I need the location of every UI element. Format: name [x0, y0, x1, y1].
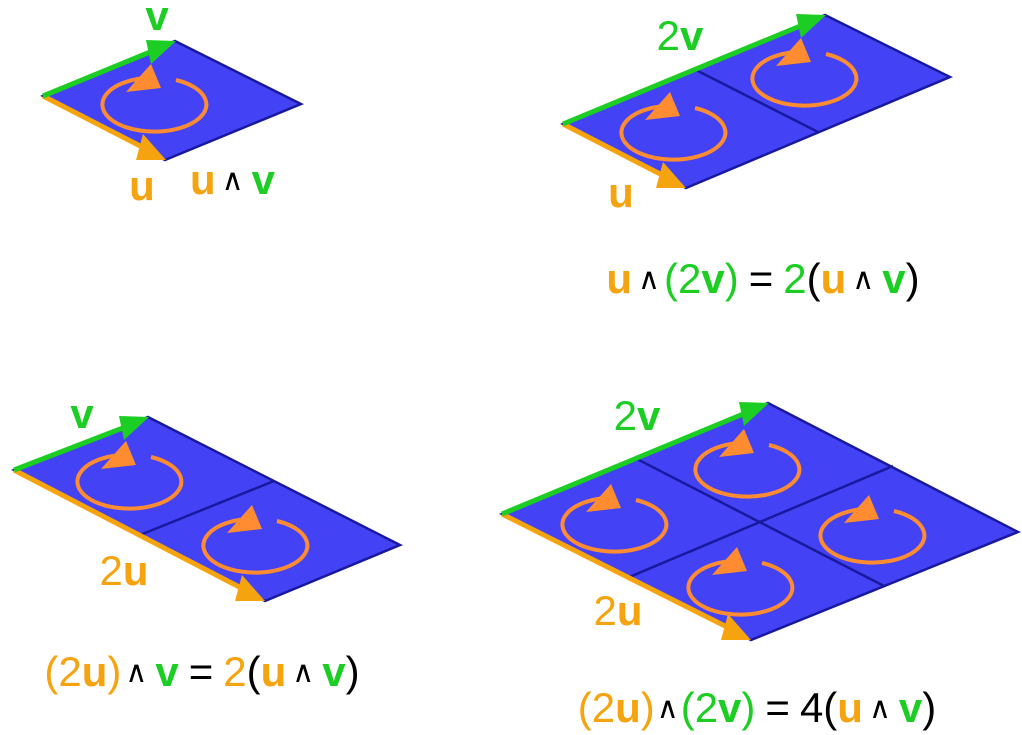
- parallelogram-face: [40, 39, 305, 162]
- panel-2u-wedge-v: v 2u (2u)∧v=2(u∧v): [10, 390, 403, 695]
- orientation-circle-icon: [560, 484, 669, 554]
- u-label: u: [129, 162, 155, 209]
- panel-u-wedge-2v: u 2v u∧(2v)=2(u∧v): [560, 12, 954, 302]
- orientation-circle-icon: [693, 429, 802, 499]
- v-label: v: [70, 390, 94, 437]
- panel-u-wedge-v: u v u∧v: [40, 0, 305, 209]
- v-vector-line: [13, 423, 129, 473]
- u-vector-line: [500, 511, 735, 633]
- cell-divider: [693, 67, 819, 134]
- orientation-circle-icon: [686, 547, 795, 617]
- u-vector-line: [41, 93, 150, 153]
- u-vector-line: [12, 467, 249, 594]
- 2v-label: 2v: [657, 12, 704, 59]
- v-arrowhead-icon: [146, 40, 176, 64]
- v-arrowhead-icon: [119, 416, 149, 440]
- equation: u∧(2v)=2(u∧v): [606, 255, 919, 302]
- wedge-label: u∧v: [190, 156, 276, 203]
- v-vector-line: [42, 47, 156, 99]
- v-label: v: [145, 0, 169, 39]
- u-arrowhead-icon: [656, 162, 686, 188]
- cell-divider: [626, 464, 894, 580]
- u-arrowhead-icon: [136, 134, 166, 160]
- equation: (2u)∧(2v)=4(u∧v): [578, 684, 937, 731]
- v-arrowhead-icon: [739, 402, 769, 426]
- u-label: u: [608, 169, 634, 216]
- panel-2u-wedge-2v: 2v 2u (2u)∧(2v)=4(u∧v): [499, 392, 1021, 731]
- v-vector-line: [501, 409, 749, 517]
- 2v-label: 2v: [614, 392, 661, 439]
- cell-divider: [139, 479, 275, 537]
- orientation-circle-icon: [201, 505, 310, 575]
- orientation-circle-icon: [750, 38, 859, 108]
- v-arrowhead-icon: [796, 14, 826, 38]
- orientation-circle-icon: [75, 441, 184, 511]
- u-arrowhead-icon: [235, 575, 265, 601]
- 2u-label: 2u: [99, 547, 148, 594]
- orientation-circle-icon: [619, 92, 728, 162]
- v-vector-line: [562, 21, 806, 127]
- u-arrowhead-icon: [721, 614, 751, 640]
- 2u-label: 2u: [593, 587, 642, 634]
- u-vector-line: [561, 121, 670, 181]
- orientation-circle-icon: [818, 495, 927, 565]
- equation: (2u)∧v=2(u∧v): [44, 648, 359, 695]
- orientation-circle-icon: [100, 64, 209, 134]
